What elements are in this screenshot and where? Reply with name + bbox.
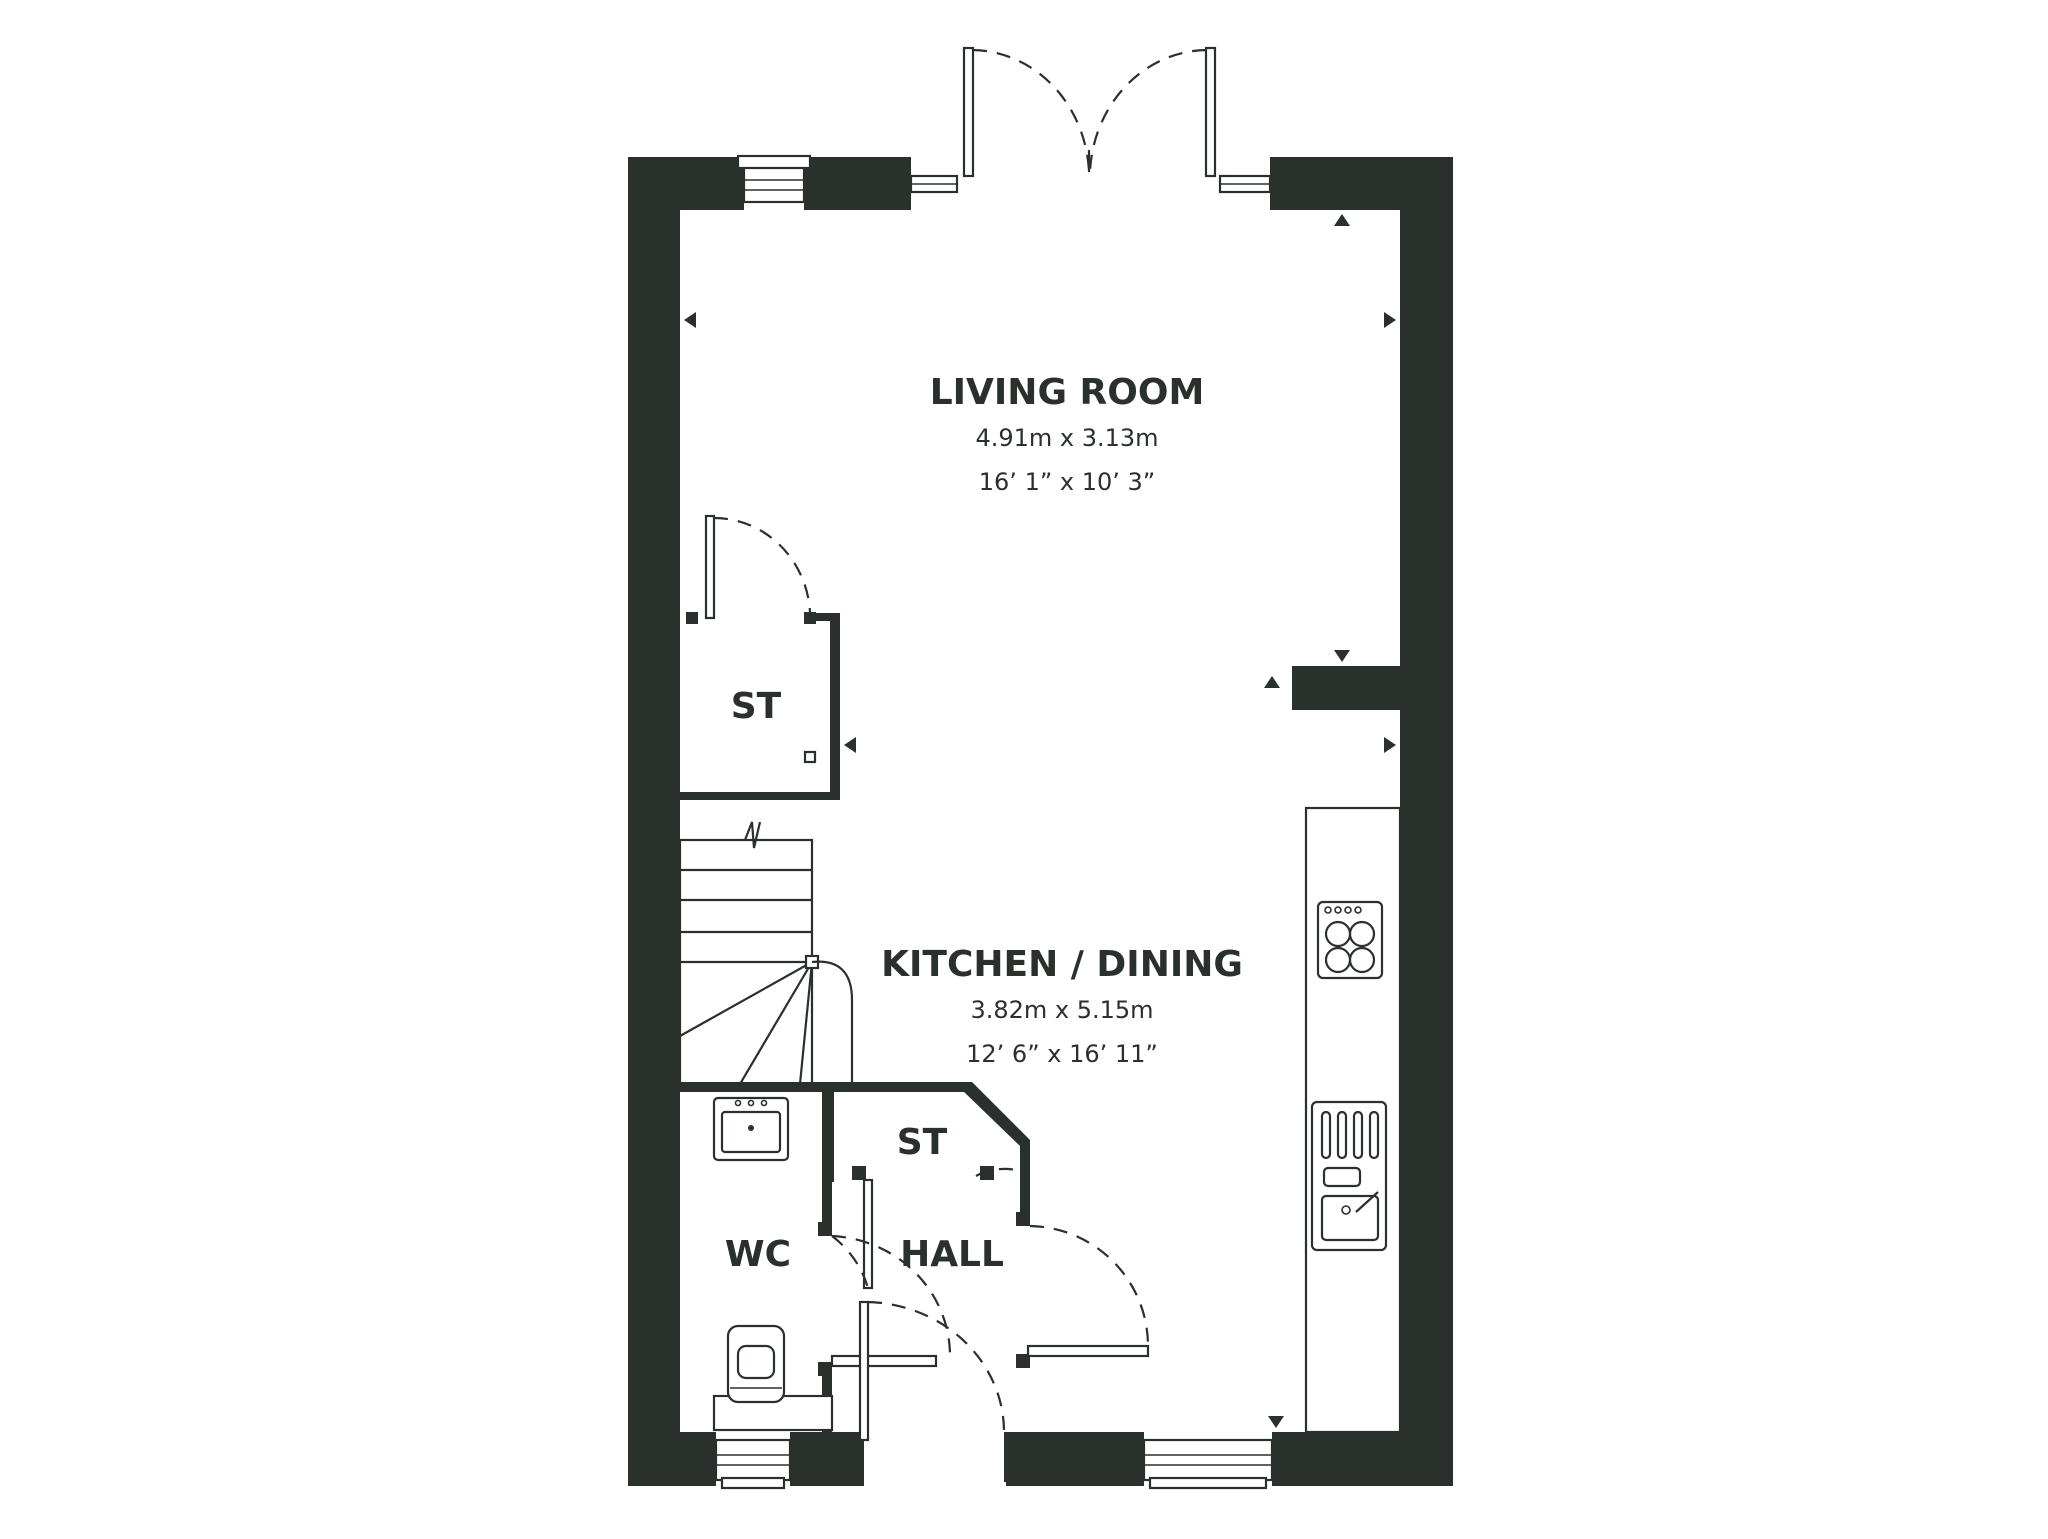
windows [714,154,1274,1490]
hall-label: HALL [900,1234,1004,1275]
door-leaf-right [1204,46,1217,178]
upper-store: ST [680,514,840,800]
top-wall-right [1270,157,1453,210]
living-room-label: LIVING ROOM [930,372,1205,413]
wc-label: WC [725,1234,791,1275]
outer-walls [628,157,1453,1486]
living-room-imperial: 16’ 1” x 10’ 3” [979,468,1155,496]
sink-icon [1310,1100,1388,1252]
dimension-arrow-icon [684,214,1396,1428]
top-wall-left-1 [628,157,744,210]
room-labels: LIVING ROOM 4.91m x 3.13m 16’ 1” x 10’ 3… [725,372,1243,1275]
window-kitchen [1142,1438,1274,1490]
window-top-left [736,154,812,204]
hob-icon [1316,900,1384,980]
bottom-wall-3 [1006,1432,1144,1486]
living-room-metric: 4.91m x 3.13m [975,424,1158,452]
kitchen-dining-label: KITCHEN / DINING [881,944,1243,985]
bottom-wall-2 [790,1432,864,1486]
stairs [678,821,854,1086]
right-wall [1400,157,1453,1486]
french-doors [909,46,1272,194]
window-wc [714,1438,792,1490]
kitchen-dining-imperial: 12’ 6” x 16’ 11” [966,1040,1158,1068]
bottom-wall-4 [1272,1432,1453,1486]
left-wall [628,157,680,1486]
toilet-icon [712,1324,834,1432]
top-wall-left-2 [804,157,911,210]
kitchen-worktop [1304,806,1402,1434]
basin-icon [712,1096,790,1162]
internal-walls [680,1082,1030,1432]
door-leaf-left [962,46,975,178]
bottom-wall-1 [628,1432,716,1486]
store-lower-label: ST [897,1122,948,1163]
kitchen-dining-metric: 3.82m x 5.15m [970,996,1153,1024]
chimney-breast [1292,666,1400,710]
store-upper-label: ST [731,686,782,727]
hall-doors [830,1167,1150,1482]
